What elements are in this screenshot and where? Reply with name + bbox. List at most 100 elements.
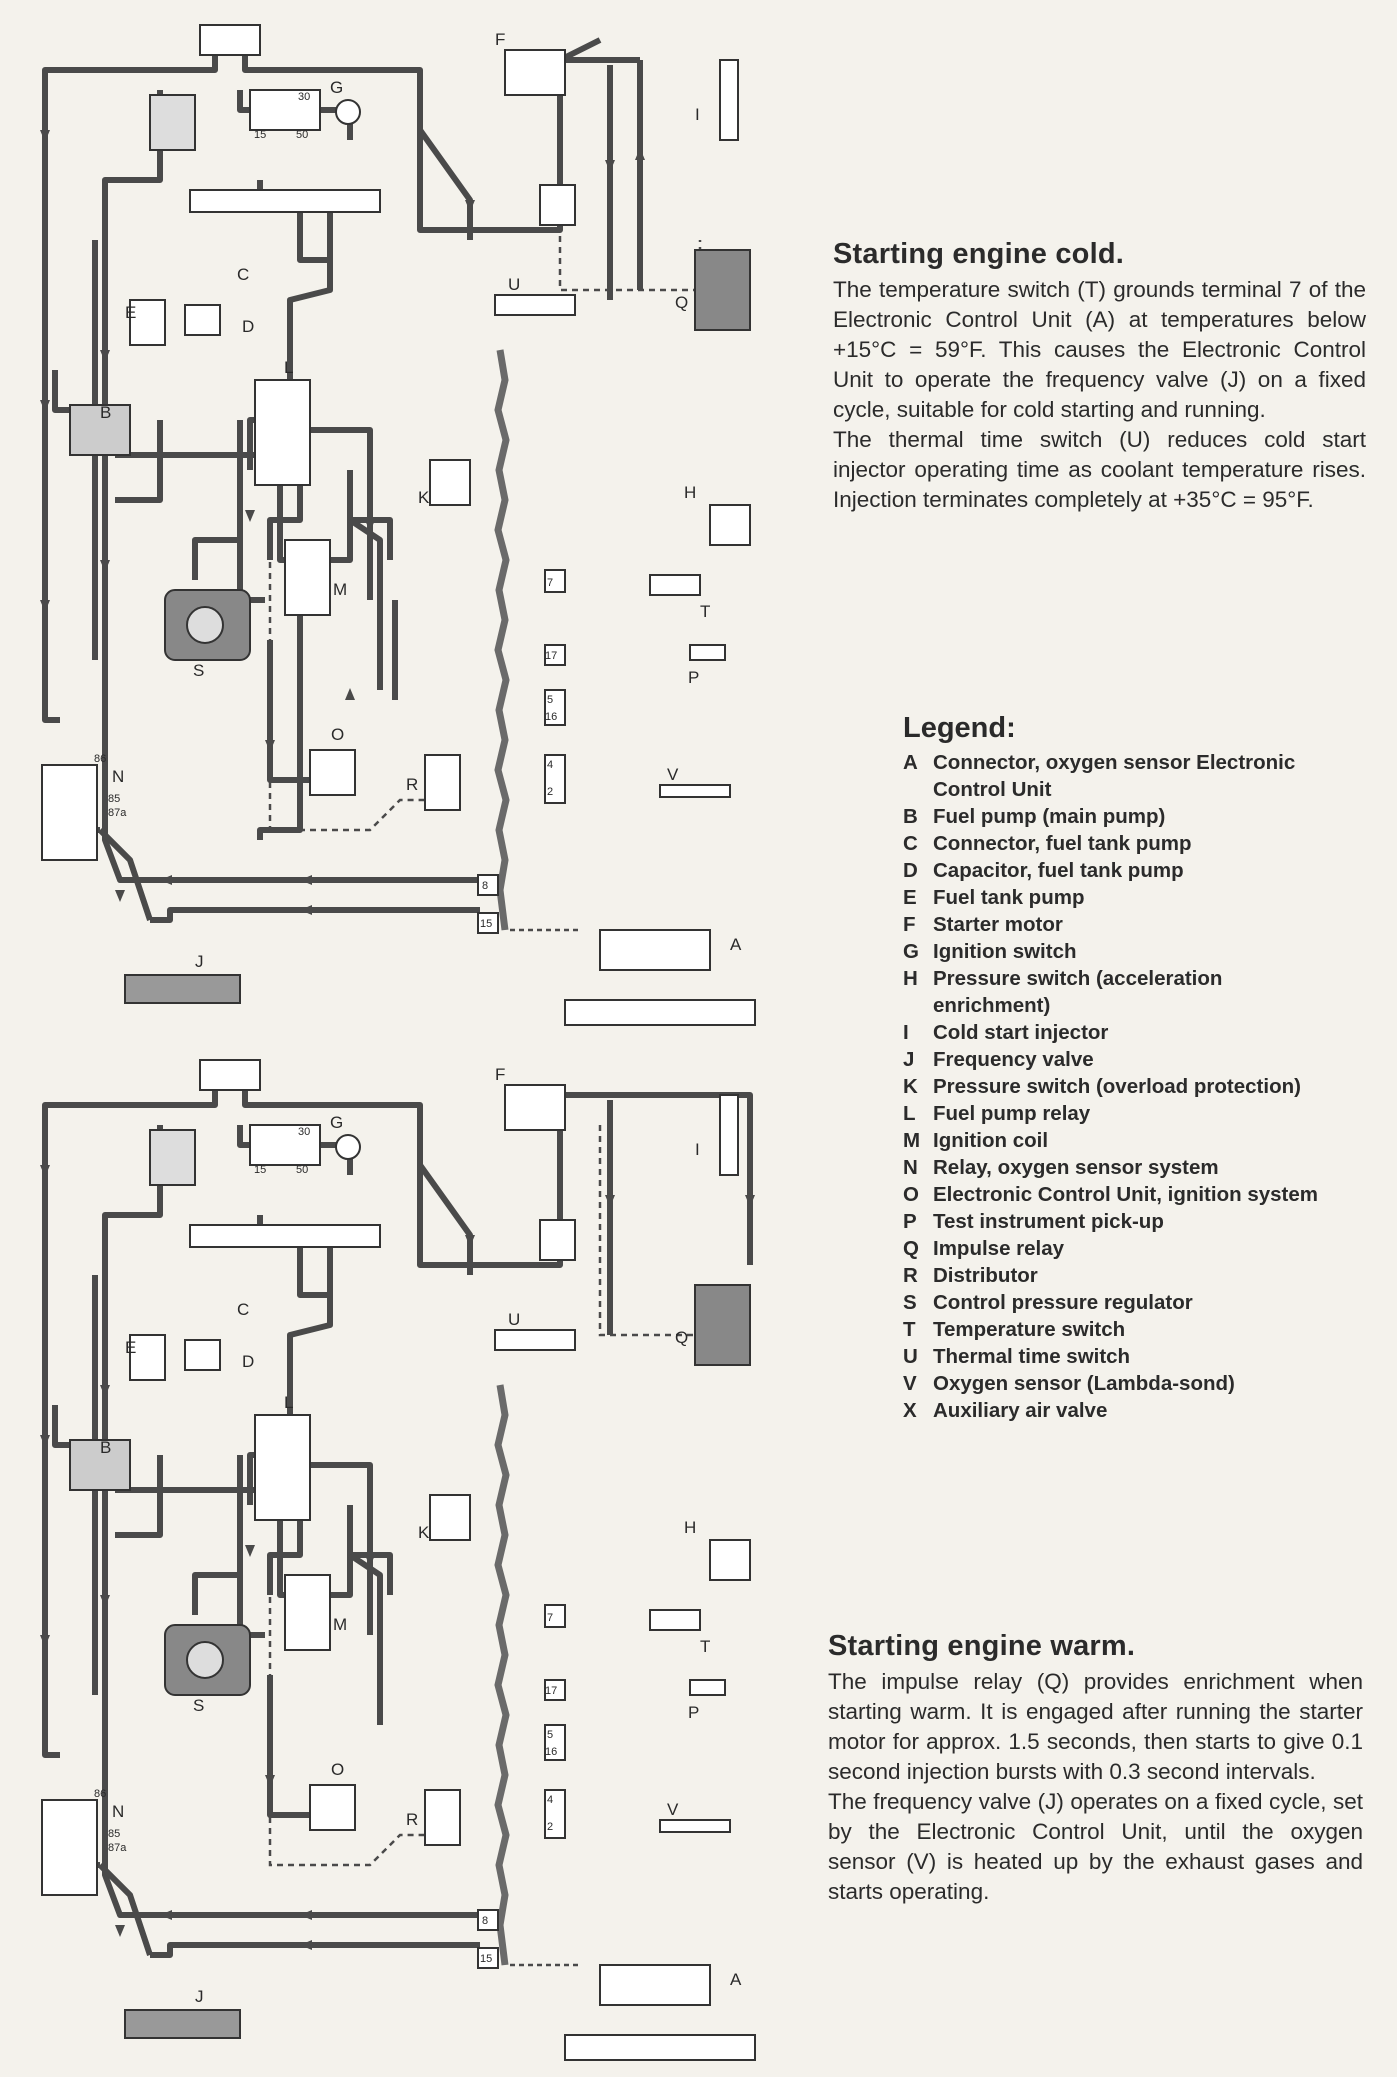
label-f: F [495,1065,505,1084]
legend-text: Cold start injector [933,1021,1109,1044]
ignition-coil-m-icon [284,539,331,616]
terminal-box-4-2 [544,1789,566,1839]
label-o: O [331,1760,344,1779]
label-e: E [125,303,136,322]
ignition-switch-g-icon [249,1124,321,1166]
connector-a-icon [599,1964,711,2006]
ignition-coil-m-icon [284,1574,331,1651]
legend-code: X [903,1399,917,1422]
terminal-16: 16 [545,711,557,723]
terminal-labels: 7 17 5 16 4 2 8 15 30 15 50 86 85 87a [94,91,557,930]
legend-text: Connector, fuel tank pump [933,832,1192,855]
cold-start-injector-i-icon [719,59,739,141]
impulse-relay-q-icon [694,249,751,331]
impulse-relay-q-icon [694,1284,751,1366]
wiring-diagram-warm: A B C D E F G H I J K L M N O P Q R S T … [0,1035,800,2070]
ecu-a-connector-icon [564,2034,756,2061]
thermal-time-switch-u-icon [494,294,576,316]
legend-code: C [903,832,918,855]
terminal-8: 8 [482,1915,488,1927]
fuel-pump-relay-l-icon [254,379,311,486]
battery-icon [149,94,196,151]
label-m: M [333,580,347,599]
label-a: A [730,935,742,954]
connector-c-icon [539,1219,576,1261]
pressure-switch-k-icon [429,459,471,506]
fuel-tank-pump-e-icon [129,1334,166,1381]
oxygen-sensor-v-icon [659,784,731,798]
terminal-15: 15 [480,918,492,930]
label-h: H [684,483,696,502]
ecu-ignition-o-icon [309,749,356,796]
starter-motor-f-icon [504,49,566,96]
label-p: P [688,1703,699,1722]
top-connector [199,24,261,56]
legend-code: S [903,1291,917,1314]
test-pickup-p-icon [689,644,726,661]
legend-text: Connector, oxygen sensor Electronic Cont… [933,751,1296,801]
terminal-5: 5 [547,1729,553,1741]
terminal-box-5-16 [544,689,566,726]
legend-text: Starter motor [933,913,1063,936]
relay-terminal-87a: 87a [108,807,127,819]
cold-start-paragraph: The temperature switch (T) grounds termi… [833,277,1366,422]
ignition-key-icon [335,1134,361,1160]
terminal-box-4-2 [544,754,566,804]
label-k: K [418,1523,430,1542]
legend-code: U [903,1345,918,1368]
terminal-4: 4 [547,1794,553,1806]
label-d: D [242,1352,254,1371]
legend-code: F [903,913,916,936]
relay-terminal-86: 86 [94,1788,106,1800]
terminal-box-7 [544,1604,566,1628]
relay-n-icon [41,764,98,861]
switch-terminal-50: 50 [296,1164,308,1176]
terminal-box-8 [477,874,499,896]
label-g: G [330,78,343,97]
component-labels: A B C D E F G H I J K L M N O P Q R S T … [100,1065,742,2006]
legend-text: Pressure switch (acceleration enrichment… [933,967,1223,1017]
wiring-diagram-svg: A B C D E F G H I J K L M N O P Q R S T … [40,24,756,1026]
cold-start-injector-i-icon [719,1094,739,1176]
label-n: N [112,1802,124,1821]
label-a: A [730,1970,742,1989]
legend-text: Control pressure regulator [933,1291,1193,1314]
warm-start-title: Starting engine warm. [828,1630,1136,1662]
thermal-time-switch-u-icon [494,1329,576,1351]
pressure-switch-h-icon [709,1539,751,1581]
legend-title: Legend: [903,712,1016,744]
label-l: L [284,358,293,377]
fuel-pump-relay-l-icon [254,1414,311,1521]
test-pickup-p-icon [689,1679,726,1696]
label-b: B [100,403,111,422]
pressure-switch-k-icon [429,1494,471,1541]
terminal-box-15 [477,1947,499,1969]
terminal-7: 7 [547,577,553,589]
fuel-pump-b-icon [69,1439,131,1491]
wiring-diagram-cold: A B C D E F G H I J K L M N O P Q R S T … [0,0,800,1035]
label-m: M [333,1615,347,1634]
legend-text: Electronic Control Unit, ignition system [933,1183,1318,1206]
legend-text: Impulse relay [933,1237,1065,1260]
cold-start-description: Starting engine cold. The temperature sw… [833,238,1366,515]
switch-terminal-30: 30 [298,91,310,103]
label-n: N [112,767,124,786]
legend-text: Fuel tank pump [933,886,1085,909]
legend-code: T [903,1318,916,1341]
ground-strip [494,349,510,931]
label-i: I [695,105,700,124]
terminal-2: 2 [547,1821,553,1833]
component-labels: A B C D E F G H I J K L M N O P Q R S T … [100,30,742,971]
terminal-15: 15 [480,1953,492,1965]
label-v: V [667,1800,679,1819]
